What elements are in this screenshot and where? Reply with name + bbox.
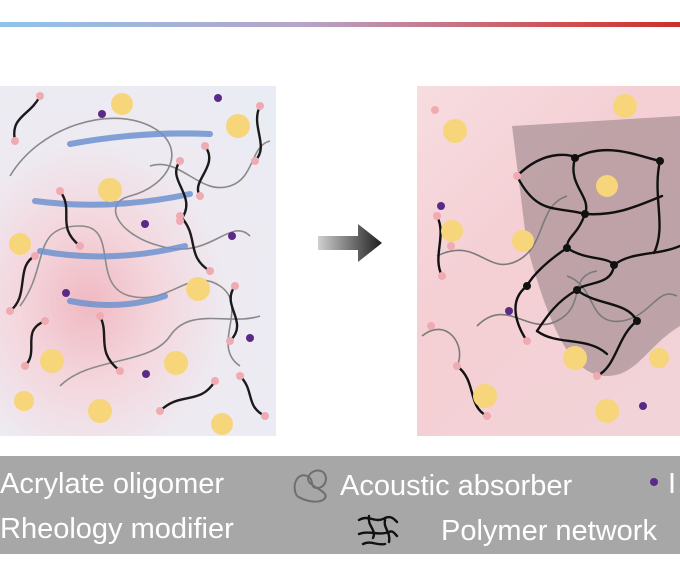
legend-polymer-network-label: Polymer network	[441, 515, 657, 547]
polymer-network-icon	[357, 514, 399, 546]
initiator-dots	[437, 202, 647, 410]
legend-rheology-modifier-label: Rheology modifier	[0, 513, 234, 545]
before-curing-panel	[0, 86, 276, 436]
acoustic-absorber-icon	[293, 469, 327, 503]
rheology-modifier-particles	[9, 93, 250, 435]
temperature-gradient-bar	[0, 22, 680, 27]
oligomer-end-groups	[427, 106, 601, 420]
acrylate-oligomer-chains	[8, 94, 267, 418]
legend-acoustic-absorber-label: Acoustic absorber	[340, 470, 573, 502]
polymer-network-chains	[435, 149, 680, 418]
oligomer-end-groups	[6, 92, 269, 420]
acoustic-absorber-chains	[421, 195, 678, 367]
ultrasound-waves	[32, 130, 213, 308]
initiator-dot-icon	[650, 478, 658, 486]
legend-acrylate-oligomer-label: Acrylate oligomer	[0, 468, 225, 500]
initiator-dots	[62, 94, 254, 378]
rheology-modifier-particles	[441, 94, 669, 423]
before-curing-illustration	[6, 92, 271, 435]
legend: Acrylate oligomer Acoustic absorber I Rh…	[0, 456, 680, 554]
after-curing-panel	[417, 86, 680, 436]
network-crosslink-nodes	[523, 154, 664, 325]
cured-region	[512, 116, 680, 376]
after-curing-illustration	[421, 94, 680, 423]
process-arrow-icon	[318, 224, 382, 262]
legend-cut-label: I	[668, 468, 677, 500]
